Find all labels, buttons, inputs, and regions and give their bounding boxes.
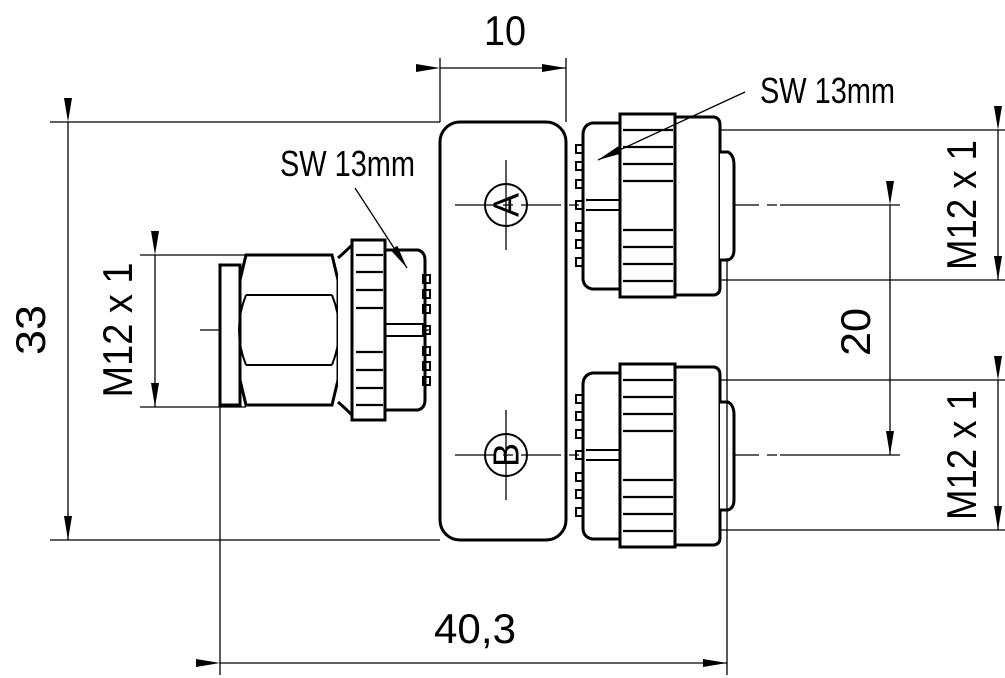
wrench-size-left-label: SW 13mm xyxy=(280,143,415,184)
left-male-connector xyxy=(218,238,431,422)
right-top-thread-label: M12 x 1 xyxy=(938,140,985,270)
wrench-size-top-right: SW 13mm xyxy=(597,70,895,161)
wrench-size-left: SW 13mm xyxy=(280,143,415,269)
right-bottom-female-connector xyxy=(574,362,736,549)
dimension-outlet-spacing-value: 20 xyxy=(832,308,879,356)
dimension-body-width-value: 10 xyxy=(484,7,526,54)
dimension-overall-length: 40,3 xyxy=(196,258,728,675)
right-top-female-connector xyxy=(575,112,736,299)
right-bottom-thread-label: M12 x 1 xyxy=(938,390,985,520)
wrench-size-top-right-label: SW 13mm xyxy=(760,70,895,111)
dimension-right-top-thread: M12 x 1 xyxy=(720,106,1005,281)
dimension-overall-height-value: 33 xyxy=(7,305,54,355)
y-splitter-body: A B xyxy=(438,120,568,542)
dimension-body-width: 10 xyxy=(416,7,567,122)
dimension-overall-length-value: 40,3 xyxy=(434,605,516,652)
dimension-outlet-spacing: 20 xyxy=(780,181,900,456)
dimension-overall-height: 33 xyxy=(7,98,440,541)
left-thread-label: M12 x 1 xyxy=(94,263,141,398)
dimension-left-thread: M12 x 1 xyxy=(94,231,246,408)
dimension-right-bottom-thread: M12 x 1 xyxy=(720,356,1005,531)
